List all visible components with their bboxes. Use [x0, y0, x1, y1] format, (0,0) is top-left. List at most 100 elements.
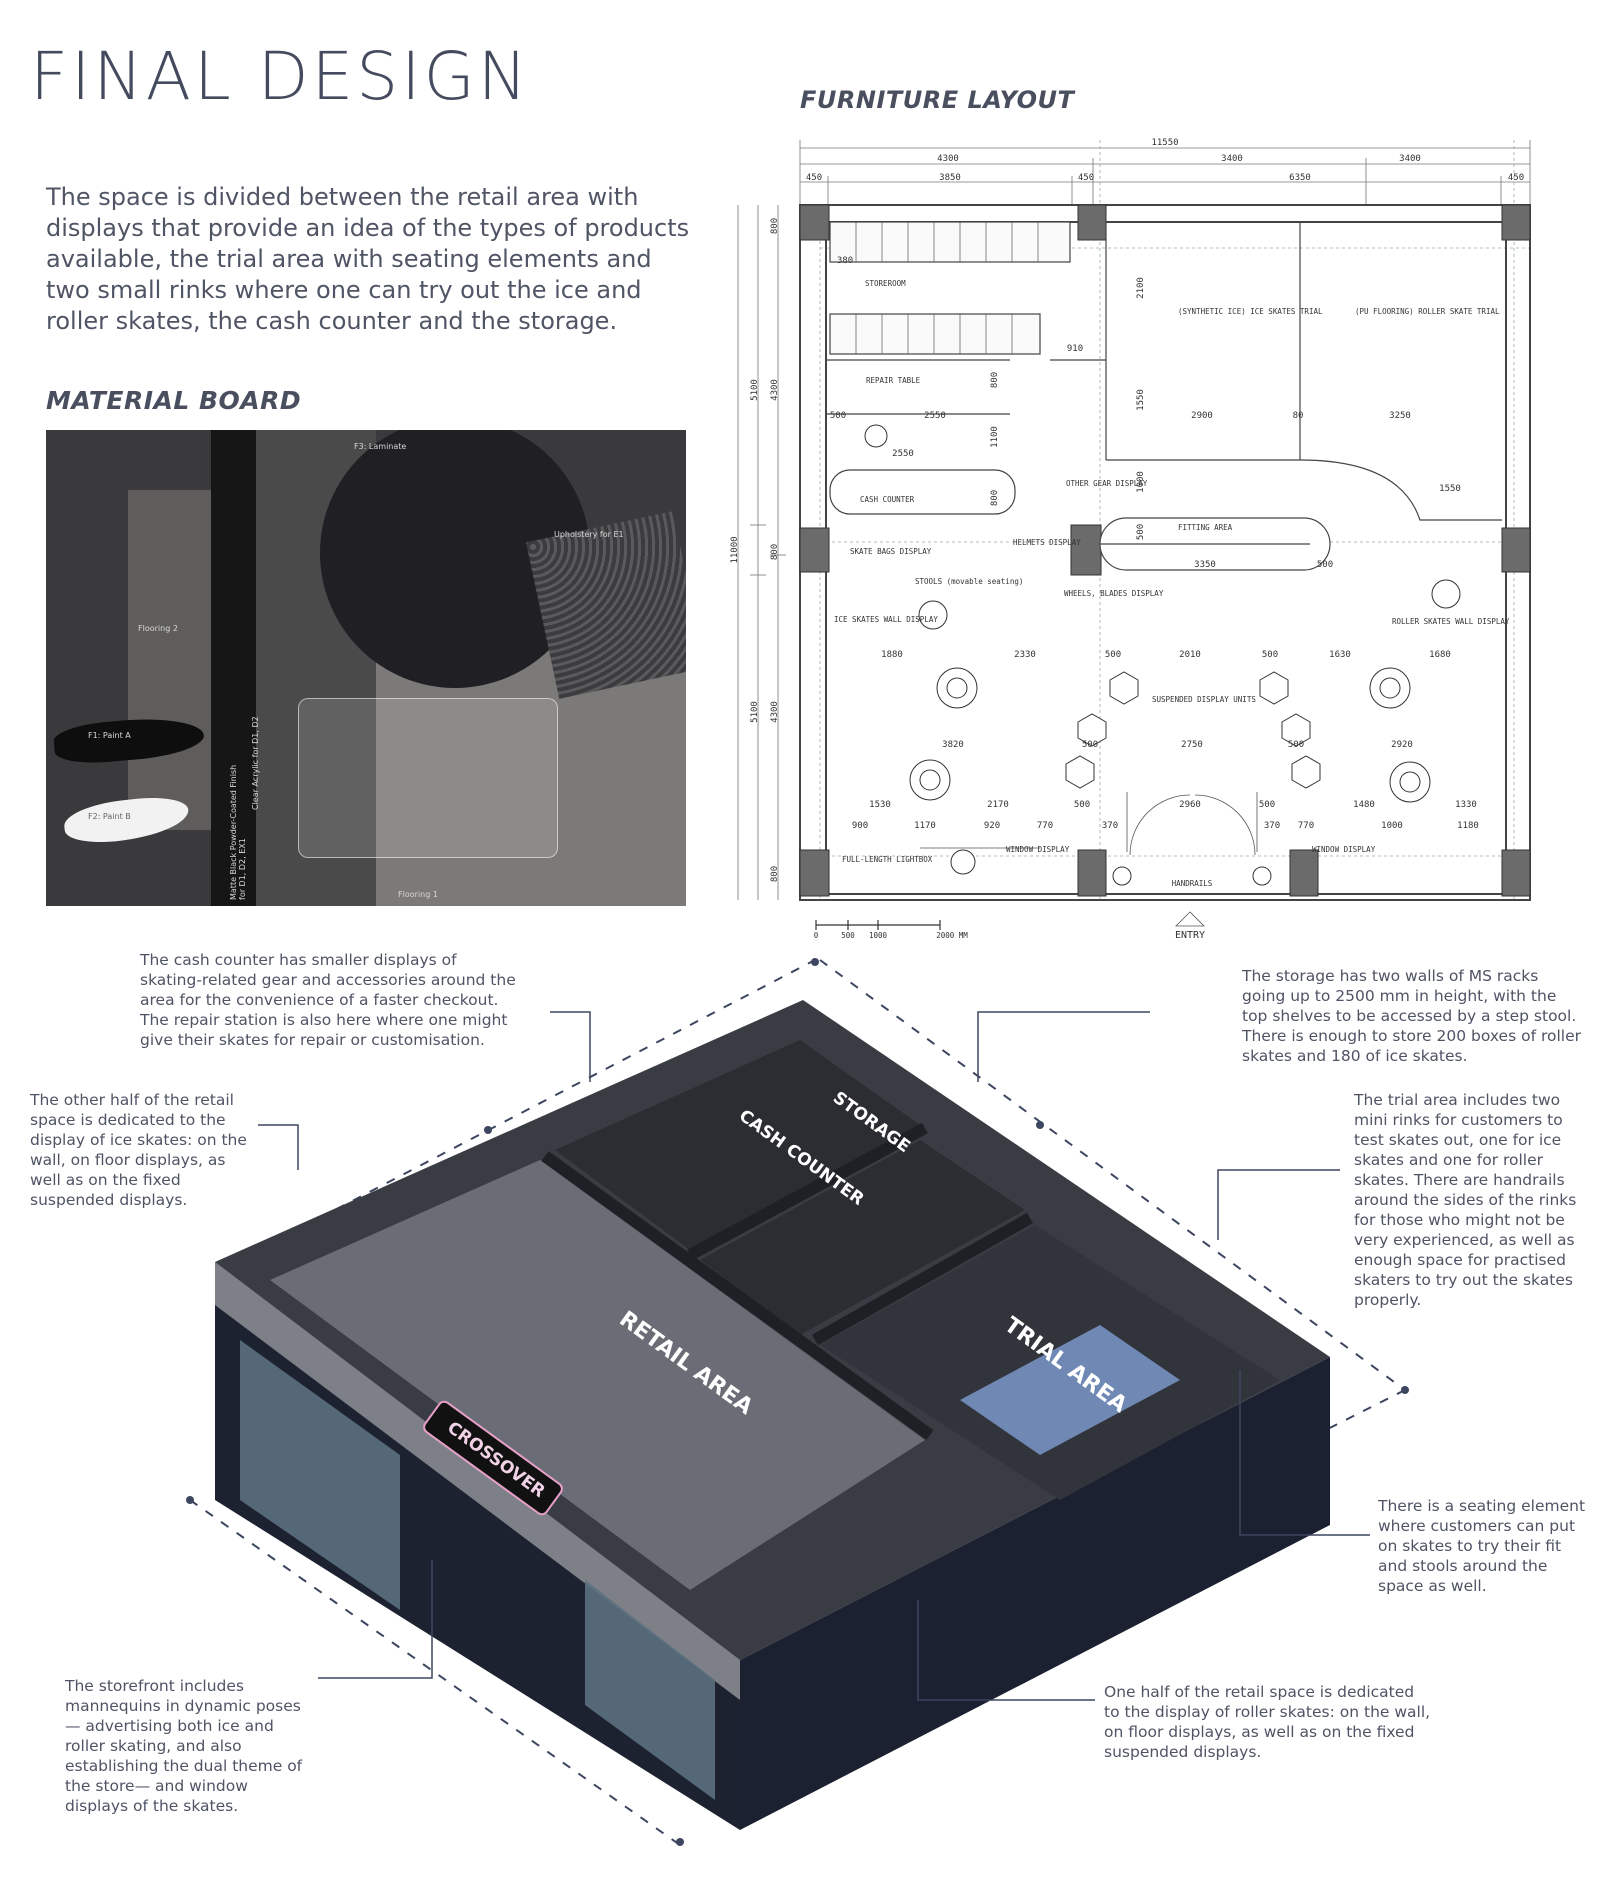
dim-row3-6: 1330	[1455, 800, 1477, 810]
label-cash: CASH COUNTER	[860, 495, 915, 504]
dim-450c: 450	[1508, 173, 1524, 183]
note-cash-counter: The cash counter has smaller displays of…	[140, 951, 516, 1049]
label-roller-wall: ROLLER SKATES WALL DISPLAY	[1392, 617, 1510, 626]
furniture-layout-heading: FURNITURE LAYOUT	[800, 86, 1075, 114]
dim-row3-3: 2960	[1179, 800, 1201, 810]
dim-800a: 800	[990, 372, 1000, 388]
dim-shelf: 380	[837, 256, 853, 266]
dim-row2-2: 2750	[1181, 740, 1203, 750]
dim-450a: 450	[806, 173, 822, 183]
dim-row4-3: 770	[1037, 821, 1053, 831]
upholstery-label: Upholstery for E1	[554, 530, 624, 539]
dim-left-4300a: 4300	[770, 379, 780, 401]
dim-row1-1: 2330	[1014, 650, 1036, 660]
dim-left-800b: 800	[770, 544, 780, 560]
label-roller-trial: (PU FLOORING) ROLLER SKATE TRIAL	[1355, 307, 1500, 316]
dim-row3-5: 1480	[1353, 800, 1375, 810]
dim-450b: 450	[1078, 173, 1094, 183]
dim-1000: 1000	[1136, 471, 1146, 493]
flooring1-label: Flooring 1	[398, 890, 438, 899]
matte-label: Matte Black Powder-Coated Finish for D1,…	[229, 764, 247, 900]
acrylic-label: Clear Acrylic for D1, D2	[251, 716, 260, 810]
dim-800b: 800	[990, 490, 1000, 506]
dim-500c: 500	[1136, 524, 1146, 540]
dim-2100: 2100	[1136, 277, 1146, 299]
dim-row3-2: 500	[1074, 800, 1090, 810]
label-ice-trial: (SYNTHETIC ICE) ICE SKATES TRIAL	[1178, 307, 1323, 316]
label-repair: REPAIR TABLE	[866, 376, 921, 385]
material-board: F3: Laminate Upholstery for E1 Flooring …	[46, 430, 686, 906]
dim-4300: 4300	[937, 154, 959, 164]
dim-row1-0: 1880	[881, 650, 903, 660]
dim-row1-2: 500	[1105, 650, 1121, 660]
dim-left-5100a: 5100	[750, 379, 760, 401]
furniture-layout-plan: 11550 4300 3400 3400 450 3850 450 6350 4…	[730, 138, 1531, 941]
dim-2900: 2900	[1191, 411, 1213, 421]
label-skate-bags: SKATE BAGS DISPLAY	[850, 547, 932, 556]
intro-text: The space is divided between the retail …	[46, 183, 690, 335]
matte-black-swatch	[211, 430, 256, 906]
dim-3250: 3250	[1389, 411, 1411, 421]
label-wheels: WHEELS, BLADES DISPLAY	[1064, 589, 1164, 598]
label-ice-wall: ICE SKATES WALL DISPLAY	[834, 615, 938, 624]
dim-row4-4: 370	[1102, 821, 1118, 831]
dim-total: 11550	[1151, 138, 1178, 148]
dim-1550b: 1550	[1439, 484, 1461, 494]
label-other-gear: OTHER GEAR DISPLAY	[1066, 479, 1148, 488]
label-suspended: SUSPENDED DISPLAY UNITS	[1152, 695, 1256, 704]
dim-3400b: 3400	[1399, 154, 1421, 164]
dim-500a: 500	[830, 411, 846, 421]
laminate-label: F3: Laminate	[354, 442, 407, 451]
label-entry: ENTRY	[1175, 930, 1205, 941]
dim-row2-3: 500	[1288, 740, 1304, 750]
label-window1: WINDOW DISPLAY	[1006, 845, 1070, 854]
dim-row4-1: 1170	[914, 821, 936, 831]
dim-2550b: 2550	[892, 449, 914, 459]
dim-row2-0: 3820	[942, 740, 964, 750]
dim-910: 910	[1067, 344, 1083, 354]
dim-500b: 500	[1317, 560, 1333, 570]
label-stools: STOOLS (movable seating)	[915, 577, 1023, 586]
scale-0: 0	[814, 931, 819, 940]
note-other-half: The other half of the retail space is de…	[30, 1091, 247, 1209]
dim-row3-0: 1530	[869, 800, 891, 810]
label-fitting: FITTING AREA	[1178, 523, 1233, 532]
dim-row1-3: 2010	[1179, 650, 1201, 660]
isometric-view: CROSSOVER STORAGE CASH COUNTER RETAIL AR…	[186, 958, 1409, 1846]
scale-500: 500	[841, 931, 855, 940]
note-one-half: One half of the retail space is dedicate…	[1104, 1683, 1431, 1761]
note-trial: The trial area includes two mini rinks f…	[1354, 1091, 1577, 1309]
note-storage: The storage has two walls of MS racks go…	[1242, 967, 1582, 1065]
dim-row1-4: 500	[1262, 650, 1278, 660]
note-storefront: The storefront includes mannequins in dy…	[65, 1677, 303, 1815]
dim-row2-1: 500	[1082, 740, 1098, 750]
dim-row3-4: 500	[1259, 800, 1275, 810]
dim-row3-1: 2170	[987, 800, 1009, 810]
dim-row4-8: 1180	[1457, 821, 1479, 831]
dim-row4-2: 920	[984, 821, 1000, 831]
dim-row4-6: 770	[1298, 821, 1314, 831]
dim-2550a: 2550	[924, 411, 946, 421]
label-handrails: HANDRAILS	[1172, 879, 1213, 888]
label-helmets: HELMETS DISPLAY	[1013, 538, 1081, 547]
scale-1000: 1000	[869, 931, 888, 940]
dim-left-5100b: 5100	[750, 701, 760, 723]
dim-80: 80	[1293, 411, 1304, 421]
note-seating: There is a seating element where custome…	[1378, 1497, 1586, 1595]
paint-b-label: F2: Paint B	[88, 812, 131, 821]
dim-left-800a: 800	[770, 218, 780, 234]
dim-row1-5: 1630	[1329, 650, 1351, 660]
dim-row4-0: 900	[852, 821, 868, 831]
dim-1100: 1100	[990, 426, 1000, 448]
dim-left-800c: 800	[770, 866, 780, 882]
label-storeroom: STOREROOM	[865, 279, 906, 288]
page-title: FINAL DESIGN	[30, 38, 531, 115]
dim-left-11000: 11000	[730, 536, 740, 563]
dim-row4-5: 370	[1264, 821, 1280, 831]
scale-2000: 2000 MM	[936, 931, 968, 940]
material-board-heading: MATERIAL BOARD	[46, 386, 302, 415]
acrylic-swatch	[298, 698, 558, 858]
dim-row2-4: 2920	[1391, 740, 1413, 750]
dim-3850: 3850	[939, 173, 961, 183]
dim-3400a: 3400	[1221, 154, 1243, 164]
